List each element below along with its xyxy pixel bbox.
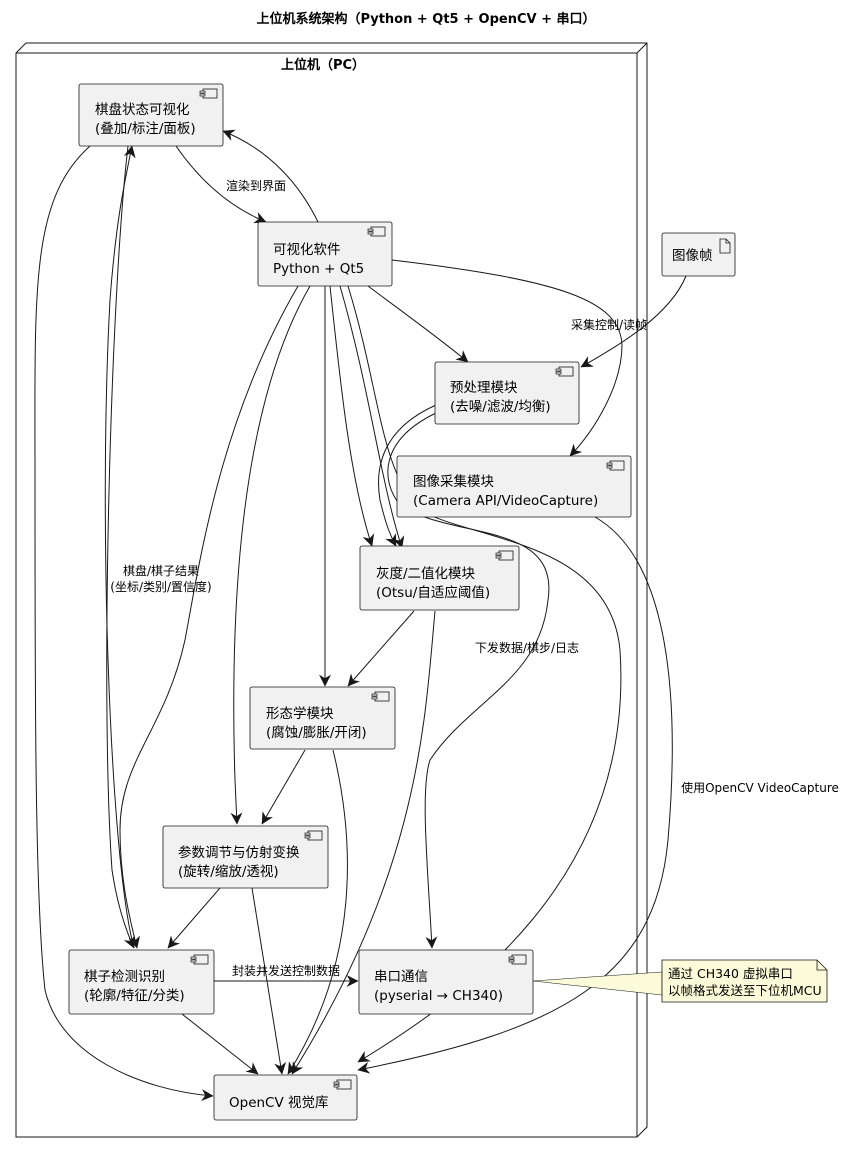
preproc-line2: (去噪/滤波/均衡) xyxy=(450,399,551,415)
note-ch340: 通过 CH340 虚拟串口 以帧格式发送至下位机MCU xyxy=(661,959,828,1003)
edge-label-result-line2: (坐标/类别/置信度) xyxy=(110,579,211,594)
component-image-capture: 图像采集模块 (Camera API/VideoCapture) xyxy=(396,455,632,518)
param-line2: (旋转/缩放/透视) xyxy=(178,864,279,880)
capture-line1: 图像采集模块 xyxy=(413,474,494,490)
edge-render xyxy=(175,145,267,224)
edge-board-to-opencv xyxy=(34,145,214,1102)
gray-line1: 灰度/二值化模块 xyxy=(376,566,476,582)
component-board-visualization: 棋盘状态可视化 (叠加/标注/面板) xyxy=(78,83,224,147)
edge-detect-to-board xyxy=(104,145,136,949)
component-icon xyxy=(606,460,625,471)
component-icon xyxy=(199,88,218,99)
component-icon xyxy=(367,226,386,237)
component-icon xyxy=(190,954,209,965)
edge-board-to-detect xyxy=(106,145,135,949)
component-grayscale-binarization: 灰度/二值化模块 (Otsu/自适应阈值) xyxy=(359,545,520,611)
edge-vis-to-param xyxy=(230,285,311,825)
edge-preproc-to-serial xyxy=(387,412,550,949)
component-serial-communication: 串口通信 (pyserial → CH340) xyxy=(358,949,534,1015)
document-icon xyxy=(719,238,731,254)
edge-label-result-line1: 棋盘/棋子结果 xyxy=(123,563,199,578)
image-frame-label: 图像帧 xyxy=(672,248,713,264)
artifact-image-frame: 图像帧 xyxy=(661,232,736,277)
edge-param-to-detect xyxy=(167,887,221,949)
preproc-line1: 预处理模块 xyxy=(450,380,518,396)
edge-preproc-to-gray xyxy=(378,404,437,547)
edges xyxy=(34,129,687,1102)
component-morphology: 形态学模块 (腐蚀/膨胀/开闭) xyxy=(249,686,396,750)
component-icon xyxy=(304,830,323,841)
param-line1: 参数调节与仿射变换 xyxy=(178,844,300,861)
pc-node-label: 上位机（PC） xyxy=(281,57,365,73)
morph-line1: 形态学模块 xyxy=(266,706,334,722)
edge-label-capture-control: 采集控制/读帧 xyxy=(571,317,647,332)
component-icon xyxy=(371,691,390,702)
edge-label-render: 渲染到界面 xyxy=(226,178,286,193)
board-vis-line2: (叠加/标注/面板) xyxy=(95,121,196,137)
edge-gray-to-opencv xyxy=(291,610,436,1075)
note-line1: 通过 CH340 虚拟串口 xyxy=(668,966,793,981)
edge-morph-to-param xyxy=(261,749,306,825)
component-icon xyxy=(508,954,527,965)
edge-vis-to-capture xyxy=(391,259,623,457)
edge-vis-to-detect xyxy=(119,285,299,949)
serial-line1: 串口通信 xyxy=(374,969,428,985)
edge-label-downlink: 下发数据/棋步/日志 xyxy=(475,640,579,655)
capture-line2: (Camera API/VideoCapture) xyxy=(413,493,598,509)
vis-sw-line1: 可视化软件 xyxy=(273,242,341,258)
edge-gray-to-morph xyxy=(347,610,415,687)
component-icon xyxy=(555,366,574,377)
edge-vis-to-board xyxy=(222,129,319,223)
edge-vis-to-preproc xyxy=(367,285,469,363)
edge-detect-to-opencv xyxy=(181,1013,259,1075)
edge-capture-to-opencv xyxy=(357,516,673,1074)
board-vis-line1: 棋盘状态可视化 xyxy=(95,101,190,118)
edge-vis-to-gray-a xyxy=(329,285,375,547)
serial-line2: (pyserial → CH340) xyxy=(374,988,503,1004)
component-preprocessing: 预处理模块 (去噪/滤波/均衡) xyxy=(434,361,580,425)
diagram-title: 上位机系统架构（Python + Qt5 + OpenCV + 串口） xyxy=(256,11,595,27)
component-icon xyxy=(495,550,514,561)
opencv-label: OpenCV 视觉库 xyxy=(229,1095,329,1111)
component-piece-detection: 棋子检测识别 (轮廓/特征/分类) xyxy=(68,949,215,1015)
edge-vis-to-gray-b xyxy=(339,285,405,549)
edge-label-use-opencv: 使用OpenCV VideoCapture xyxy=(681,780,839,795)
component-icon xyxy=(333,1079,352,1090)
detect-line2: (轮廓/特征/分类) xyxy=(84,987,185,1004)
vis-sw-line2: Python + Qt5 xyxy=(273,261,364,277)
detect-line1: 棋子检测识别 xyxy=(84,969,165,985)
component-parameter-affine: 参数调节与仿射变换 (旋转/缩放/透视) xyxy=(162,825,329,889)
morph-line2: (腐蚀/膨胀/开闭) xyxy=(266,725,367,741)
edge-frame-to-preproc xyxy=(580,275,687,368)
component-visual-software: 可视化软件 Python + Qt5 xyxy=(257,221,393,287)
note-line2: 以帧格式发送至下位机MCU xyxy=(668,983,822,998)
edge-label-package: 封装并发送控制数据 xyxy=(232,963,340,978)
component-opencv-library: OpenCV 视觉库 xyxy=(213,1074,358,1121)
gray-line2: (Otsu/自适应阈值) xyxy=(376,584,490,601)
edge-morph-to-opencv xyxy=(287,749,348,1075)
